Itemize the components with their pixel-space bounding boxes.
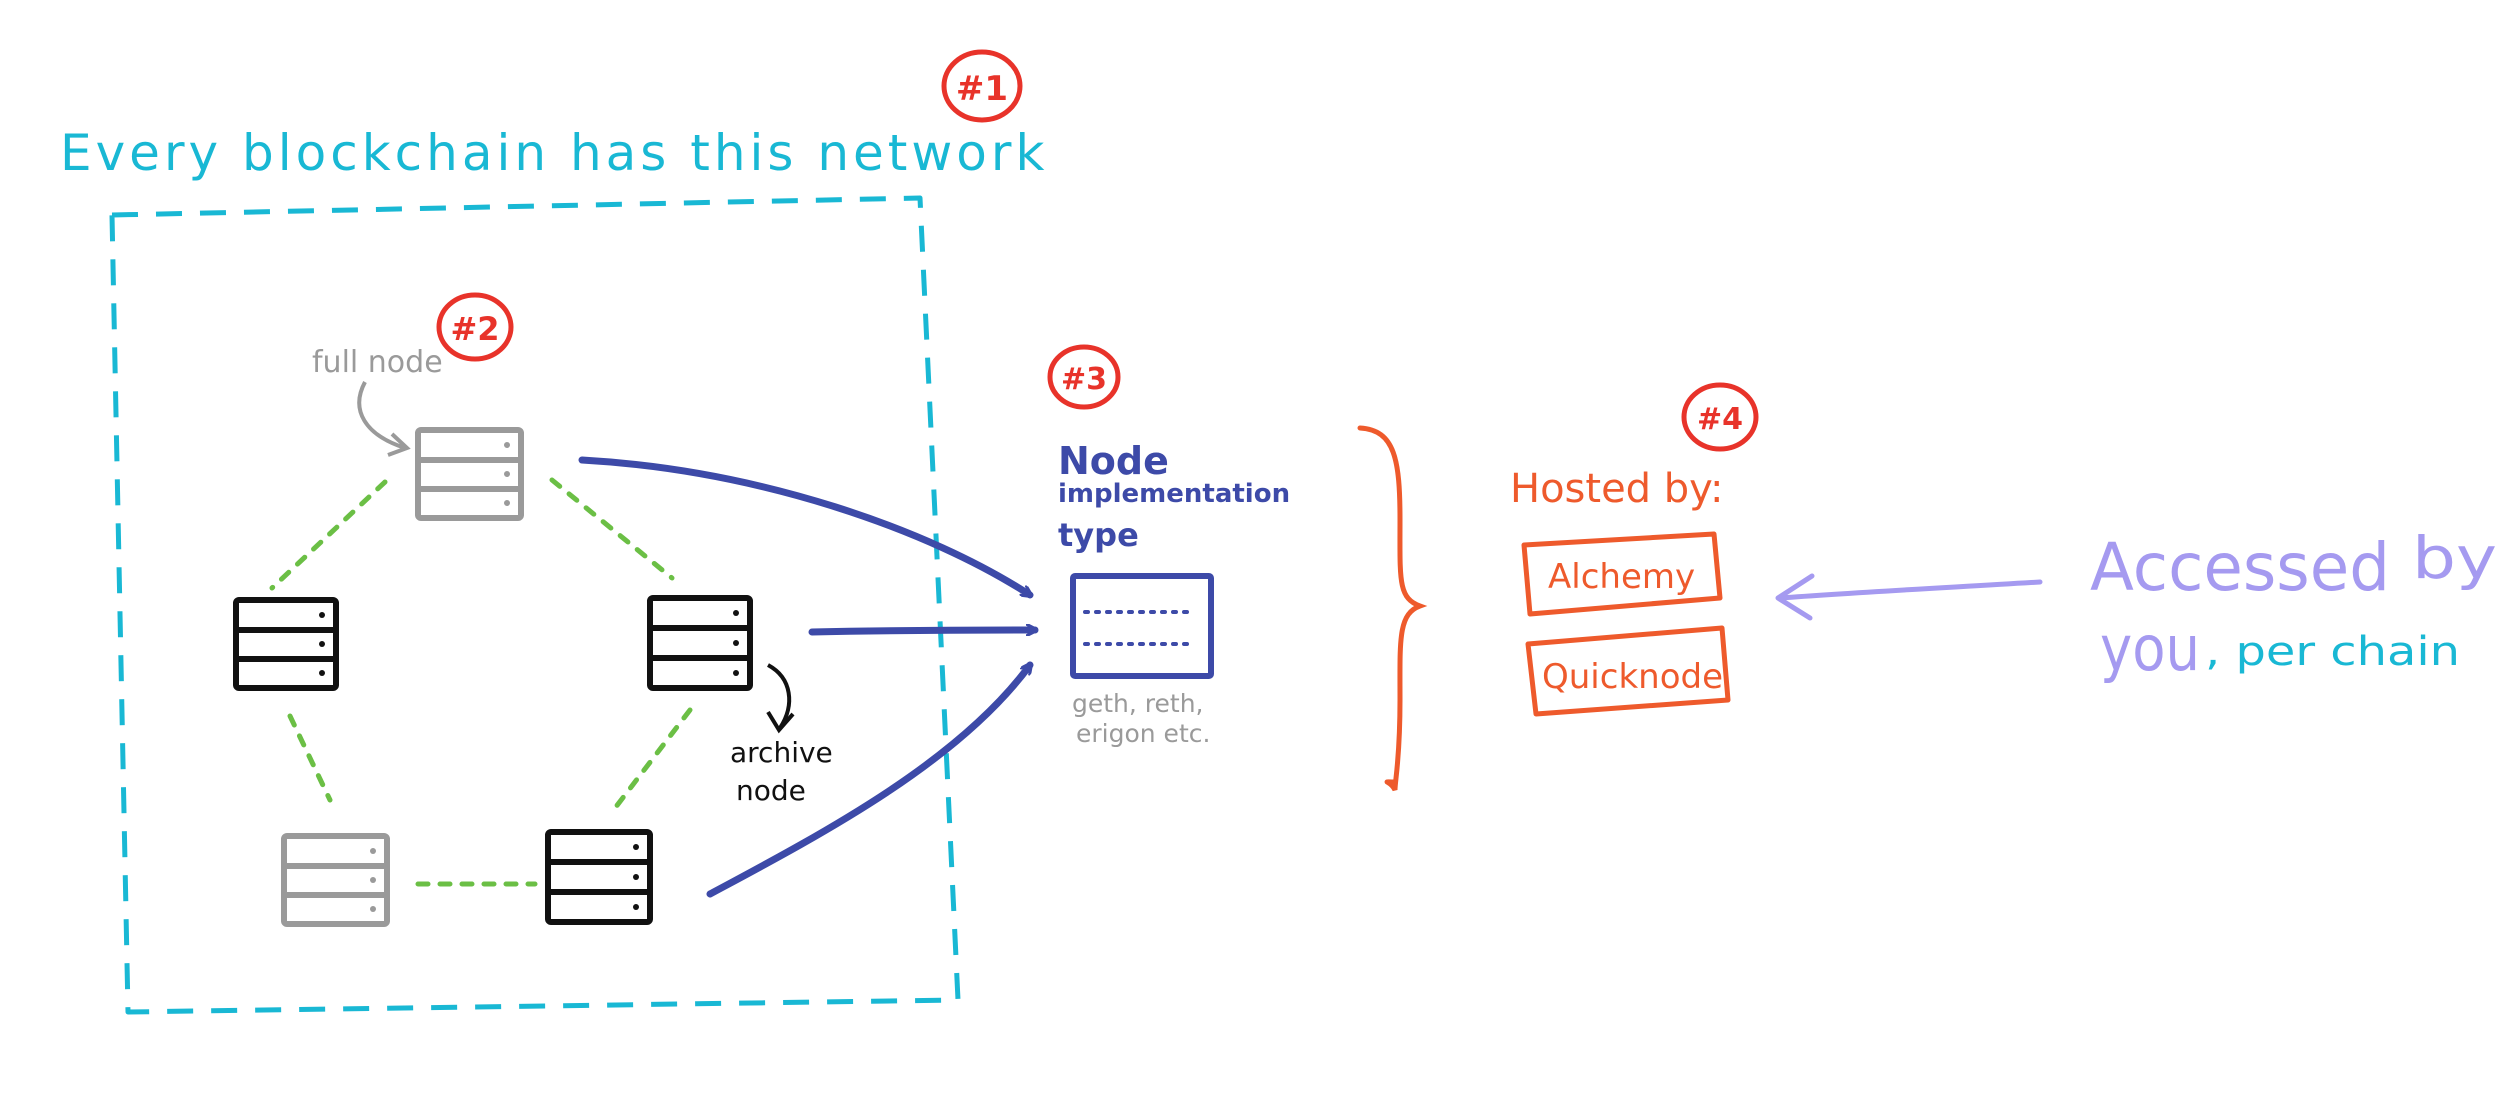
- hosting-section: #4 Hosted by: Alchemy Quicknode: [1510, 382, 1759, 717]
- node-badge-label: #2: [450, 310, 499, 348]
- hosting-title: Hosted by:: [1510, 466, 1723, 512]
- access-line2-suffix: , per chain: [2205, 629, 2460, 675]
- full-node-server: [415, 427, 524, 521]
- provider-alchemy: Alchemy: [1521, 531, 1723, 617]
- implementation-title-line3: type: [1058, 516, 1139, 554]
- arrow-from-bottom-node: [706, 665, 1030, 898]
- access-section: Accessed by you , per chain: [1775, 524, 2497, 685]
- peer-connections: [269, 477, 693, 887]
- archive-node-pointer-arrow: [766, 663, 792, 730]
- provider-quicknode-label: Quicknode: [1542, 657, 1723, 697]
- access-line2-prefix: you: [2100, 612, 2200, 685]
- implementation-section: #3 Node implementation type geth, reth, …: [1047, 344, 1290, 748]
- implementation-badge: #3: [1047, 344, 1121, 410]
- provider-quicknode: Quicknode: [1525, 625, 1731, 717]
- full-node-pointer-arrow: [357, 381, 406, 450]
- access-arrow: [1777, 579, 2043, 601]
- network-badge-label: #1: [956, 69, 1008, 109]
- network-badge: #1: [941, 49, 1023, 123]
- node-network: #2 full node: [233, 292, 833, 927]
- implementation-badge-label: #3: [1061, 362, 1107, 397]
- node-badge: #2: [436, 292, 514, 362]
- archive-label-line1: archive: [730, 736, 833, 769]
- hosting-badge: #4: [1681, 382, 1759, 452]
- node-server-bottom-right: [545, 829, 653, 925]
- implementation-title-line2: implementation: [1058, 479, 1290, 509]
- provider-alchemy-label: Alchemy: [1548, 557, 1695, 597]
- hosting-badge-label: #4: [1697, 402, 1743, 437]
- full-node-label: full node: [312, 345, 443, 380]
- implementation-examples-line1: geth, reth,: [1072, 689, 1204, 718]
- access-line1-suffix: by: [2412, 524, 2497, 592]
- grouping-brace: [1357, 425, 1428, 792]
- network-boundary: [109, 195, 961, 1015]
- network-section: Every blockchain has this network #1: [60, 49, 1048, 1015]
- archive-node-server: [647, 595, 753, 691]
- arrow-from-archive-node: [808, 630, 1039, 632]
- archive-label-line2: node: [736, 774, 806, 807]
- node-to-implementation-arrows: [578, 456, 1039, 898]
- node-server-left: [233, 597, 339, 691]
- implementation-box: [1070, 573, 1214, 679]
- network-title: Every blockchain has this network: [60, 124, 1048, 182]
- access-line1-prefix: Accessed: [2090, 529, 2390, 606]
- node-server-bottom-left: [281, 833, 390, 927]
- arrow-from-full-node: [578, 456, 1030, 599]
- implementation-examples-line2: erigon etc.: [1076, 719, 1210, 748]
- implementation-title-line1: Node: [1058, 439, 1169, 483]
